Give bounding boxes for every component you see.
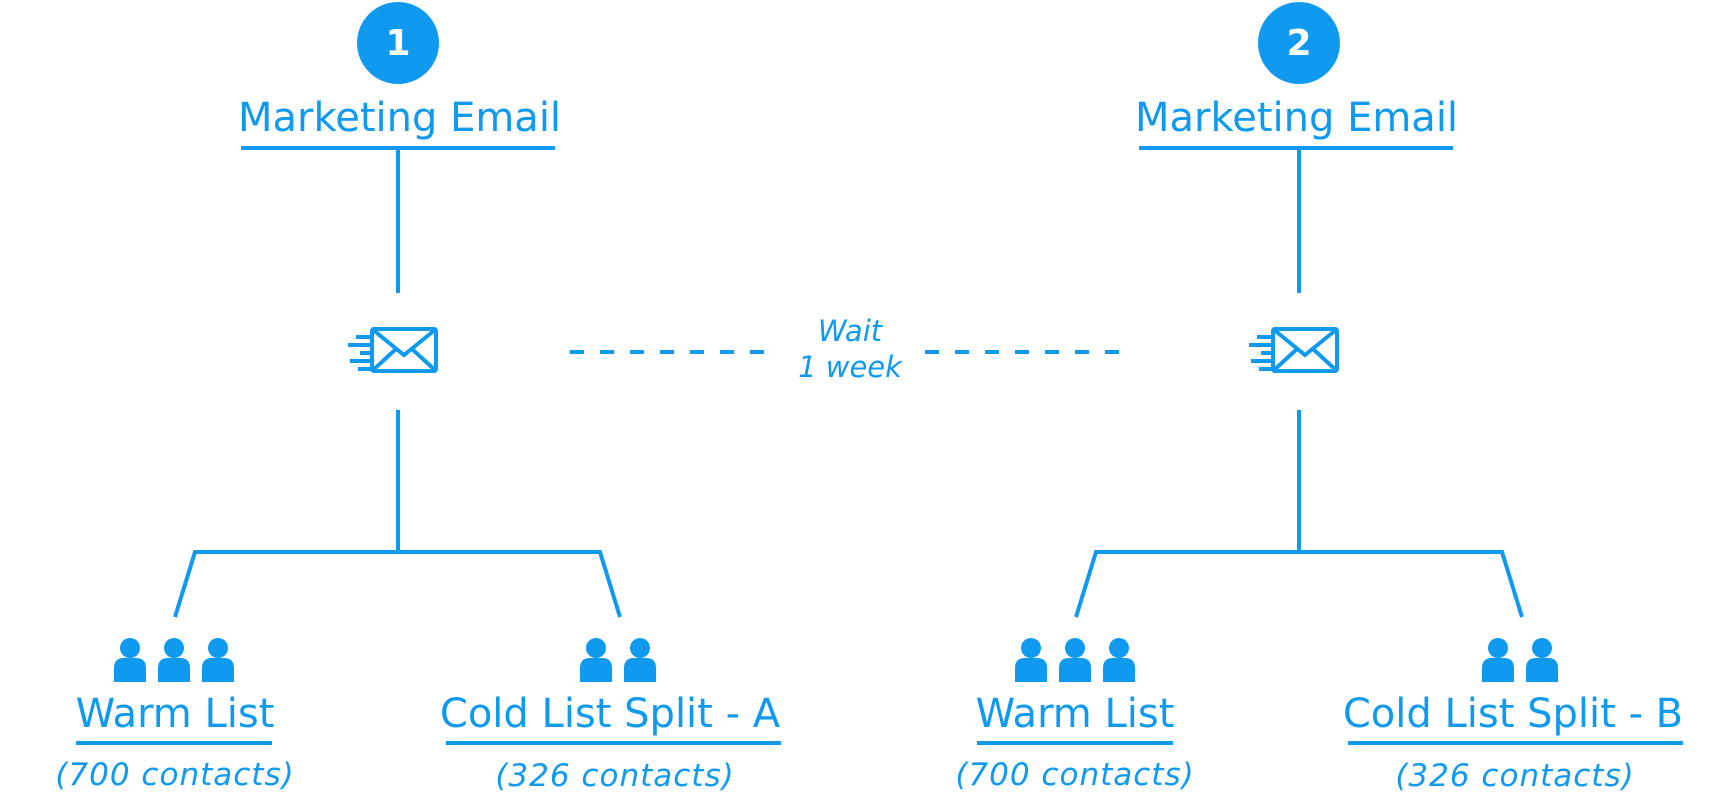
list-underline <box>1348 741 1683 745</box>
people-icon <box>1015 638 1135 682</box>
title-underline <box>241 146 555 150</box>
list-underline <box>76 741 272 745</box>
step-badge: 2 <box>1258 2 1340 84</box>
wait-label: Wait 1 week <box>770 313 930 385</box>
list-underline <box>977 741 1173 745</box>
flow-2-branch <box>1074 550 1524 618</box>
wait-line-2: 1 week <box>798 350 902 384</box>
list-label: Cold List Split - B <box>1342 691 1684 737</box>
contact-count: (326 contacts) <box>495 758 735 794</box>
flow-title: Marketing Email <box>1135 95 1459 141</box>
wait-line-1: Wait <box>817 314 883 348</box>
list-label: Warm List <box>75 691 275 737</box>
people-icon <box>580 638 656 682</box>
title-underline <box>1139 146 1453 150</box>
email-send-icon <box>1249 327 1339 373</box>
step-badge: 1 <box>357 2 439 84</box>
flow-1-branch <box>173 550 622 618</box>
people-icon <box>114 638 234 682</box>
email-send-icon <box>348 327 438 373</box>
list-underline <box>446 741 781 745</box>
flow-title: Marketing Email <box>238 95 562 141</box>
list-label: Cold List Split - A <box>439 691 781 737</box>
contact-count: (700 contacts) <box>55 757 295 793</box>
contact-count: (326 contacts) <box>1395 758 1635 794</box>
list-label: Warm List <box>975 691 1175 737</box>
contact-count: (700 contacts) <box>955 757 1195 793</box>
people-icon <box>1482 638 1558 682</box>
